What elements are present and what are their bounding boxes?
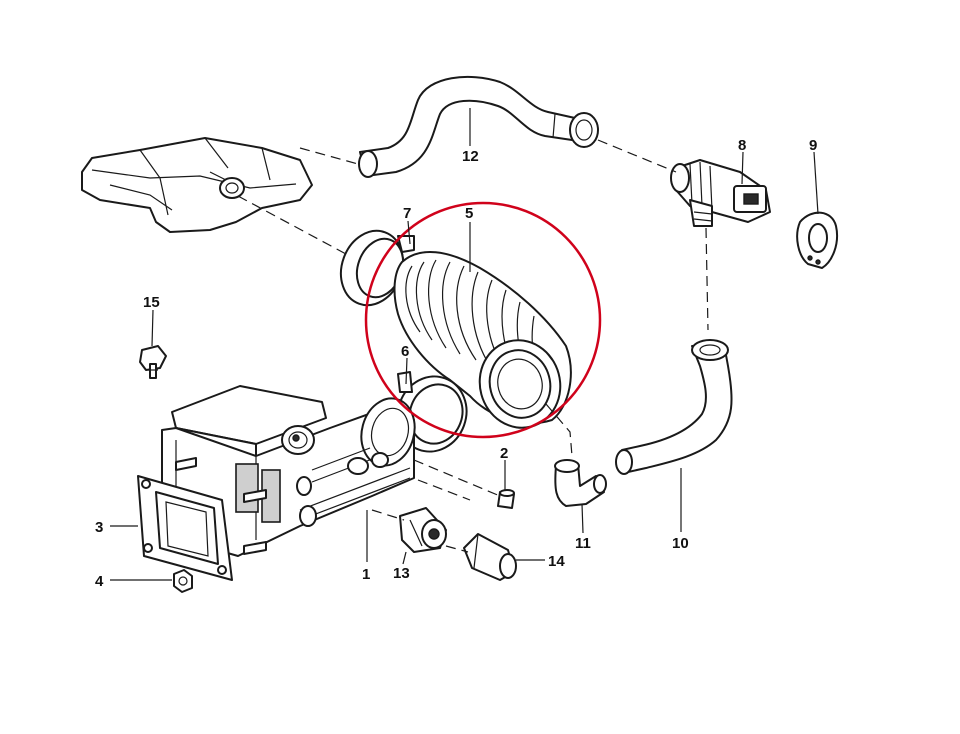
hose-10 (615, 339, 733, 475)
callout-8: 8 (738, 137, 746, 154)
connector-13 (399, 507, 447, 553)
callout-1: 1 (362, 566, 370, 583)
assembly-lines (237, 139, 709, 553)
clip-15 (139, 345, 167, 379)
intake-manifold (81, 137, 313, 233)
callout-5: 5 (465, 205, 473, 222)
callout-11: 11 (575, 535, 591, 552)
callout-labels: 1 2 3 4 5 6 7 8 9 10 11 12 13 14 15 (95, 137, 817, 590)
hose-12 (358, 75, 599, 178)
intake-boot-5 (393, 251, 572, 429)
callout-9: 9 (809, 137, 817, 154)
leader-lines (110, 108, 819, 581)
callout-14: 14 (548, 553, 565, 570)
callout-10: 10 (672, 535, 689, 552)
callout-2: 2 (500, 445, 508, 462)
callout-6: 6 (401, 343, 409, 360)
callout-13: 13 (393, 565, 410, 582)
callout-3: 3 (95, 519, 103, 536)
callout-15: 15 (143, 294, 160, 311)
clip-ring-9 (796, 211, 838, 269)
clamp-ring-7 (339, 229, 415, 307)
highlight-circle (364, 201, 602, 439)
sleeve-2 (497, 489, 515, 509)
callout-7: 7 (403, 205, 411, 222)
boot-14 (463, 533, 517, 581)
valve-8 (670, 159, 771, 227)
gasket-3 (137, 475, 233, 581)
callout-4: 4 (95, 573, 104, 590)
nut-4 (173, 569, 193, 593)
elbow-11 (554, 459, 607, 507)
callout-12: 12 (462, 148, 479, 165)
